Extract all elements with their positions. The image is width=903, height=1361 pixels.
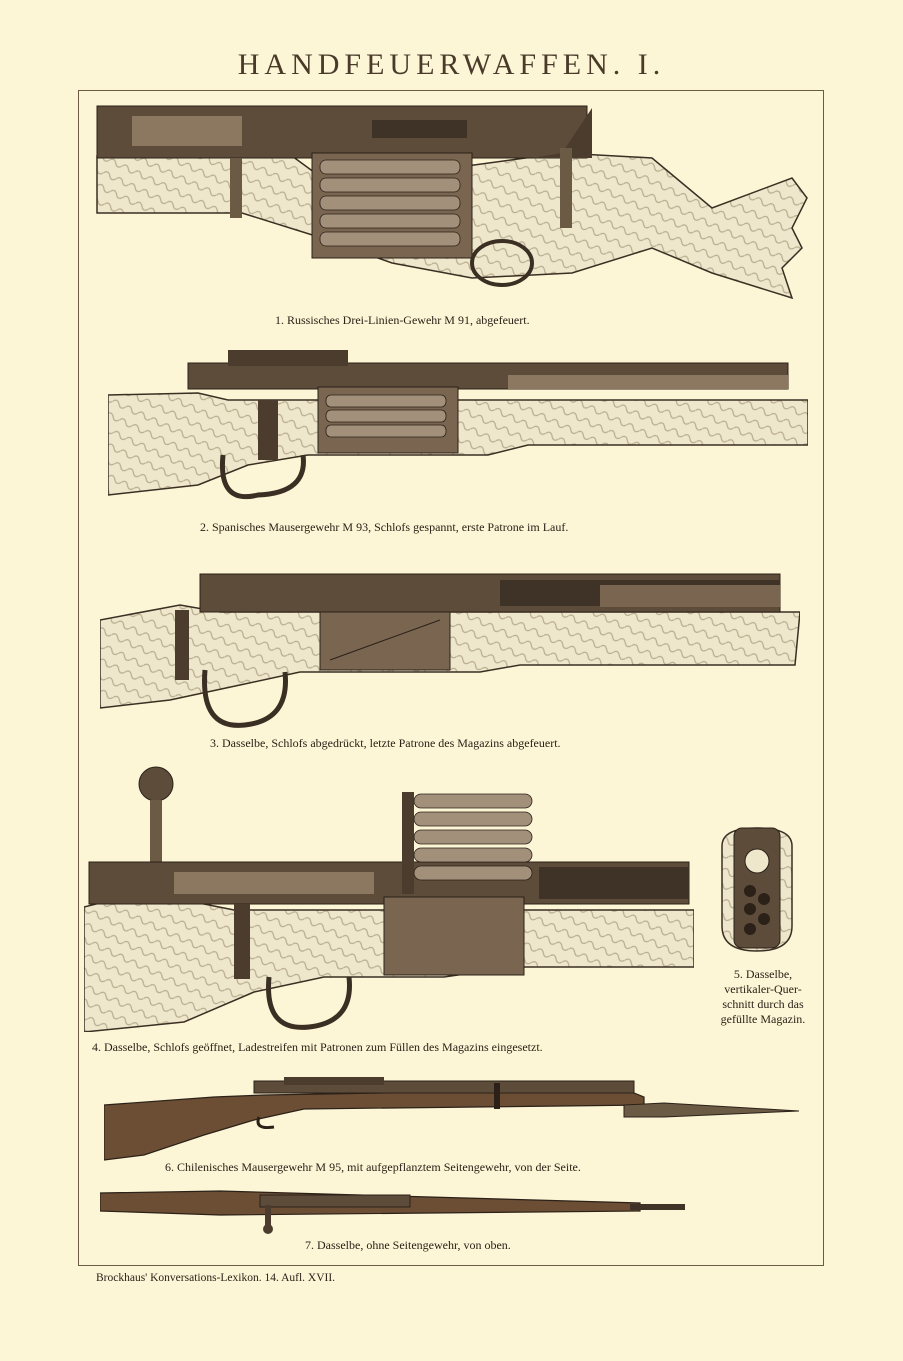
figure-3-caption: 3. Dasselbe, Schlofs abgedrückt, letzte … xyxy=(210,736,561,750)
figure-3-rifle-illustration xyxy=(100,573,800,728)
plate-frame xyxy=(78,90,824,1266)
figure-5-caption: 5. Dasselbe, vertikaler-Quer- schnitt du… xyxy=(703,967,823,1027)
figure-1-caption: 1. Russisches Drei-Linien-Gewehr M 91, a… xyxy=(275,313,530,327)
figure-6-caption: 6. Chilenisches Mausergewehr M 95, mit a… xyxy=(165,1160,581,1174)
figure-1-rifle-illustration xyxy=(96,105,808,300)
figure-5-magazine-cross-section xyxy=(721,827,793,952)
figure-2-rifle-illustration xyxy=(108,350,808,499)
page-title: HANDFEUERWAFFEN. I. xyxy=(237,48,666,81)
figure-5-caption-line: vertikaler-Quer- xyxy=(724,982,802,996)
footer-source: Brockhaus' Konversations-Lexikon. 14. Au… xyxy=(96,1272,336,1284)
figure-2-caption: 2. Spanisches Mausergewehr M 93, Schlofs… xyxy=(200,520,569,534)
figure-4-caption: 4. Dasselbe, Schlofs geöffnet, Ladestrei… xyxy=(92,1040,543,1054)
figure-5-caption-line: 5. Dasselbe, xyxy=(733,967,793,981)
figure-7-rifle-top-view xyxy=(100,1190,685,1234)
figure-6-rifle-with-bayonet xyxy=(104,1077,800,1161)
figure-5-caption-line: schnitt durch das xyxy=(722,997,804,1011)
figure-7-caption: 7. Dasselbe, ohne Seitengewehr, von oben… xyxy=(305,1238,511,1252)
figure-5-caption-line: gefüllte Magazin. xyxy=(720,1012,806,1026)
figure-4-rifle-illustration xyxy=(84,766,694,1032)
